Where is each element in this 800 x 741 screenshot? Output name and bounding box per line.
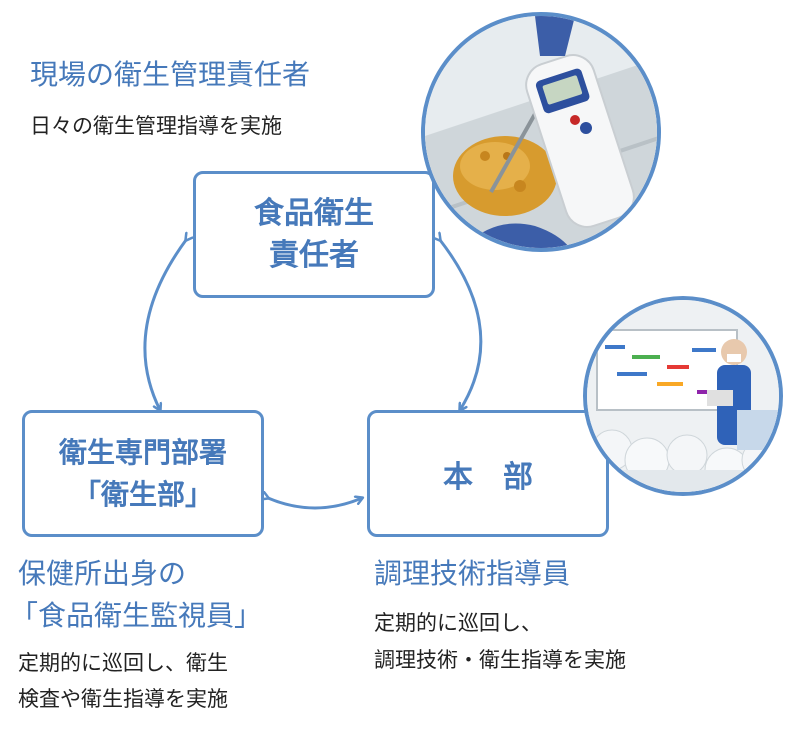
right-role-desc2: 調理技術・衛生指導を実施 [374,648,626,672]
box-left-line1: 衛生専門部署 [58,435,227,469]
left-role-heading2: 「食品衛生監視員」 [10,599,263,632]
box-top-line2: 責任者 [269,237,359,273]
left-role-heading1: 保健所出身の [18,557,187,590]
left-role-desc2: 検査や衛生指導を実施 [18,687,228,711]
arrow-left-right [268,498,362,510]
training-photo [583,296,783,496]
box-left-line2: 「衛生部」 [72,477,213,511]
thermometer-photo [421,12,661,252]
top-role-desc: 日々の衛生管理指導を実施 [30,114,282,138]
arrow-top-right [440,240,483,410]
left-role-desc1: 定期的に巡回し、衛生 [18,651,228,675]
food-hygiene-manager-box: 食品衛生 責任者 [193,171,435,298]
training-photo-illustration [587,300,779,492]
right-role-desc1: 定期的に巡回し、 [374,611,542,635]
right-role-heading: 調理技術指導員 [374,557,571,590]
hygiene-department-box: 衛生専門部署 「衛生部」 [22,410,264,537]
arrow-top-left [143,240,186,410]
box-top-line1: 食品衛生 [254,195,374,231]
thermometer-photo-illustration [425,16,657,248]
top-role-heading: 現場の衛生管理責任者 [30,58,311,91]
box-right-label: 本 部 [443,459,533,495]
headquarters-box: 本 部 [367,410,609,537]
